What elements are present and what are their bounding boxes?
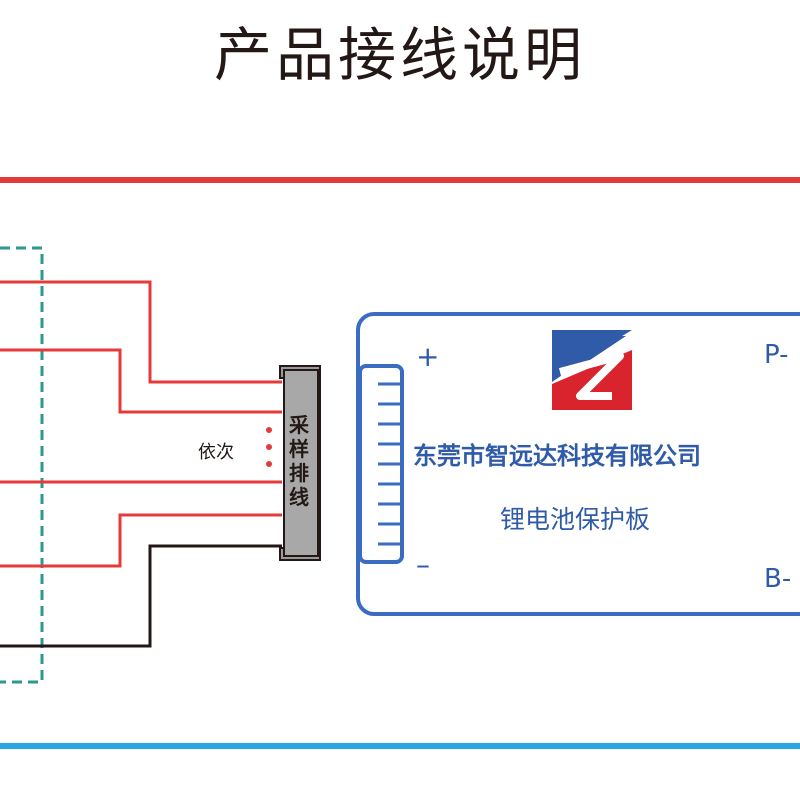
product-name: 锂电池保护板 bbox=[500, 505, 651, 534]
company-name: 东莞市智远达科技有限公司 bbox=[413, 442, 701, 470]
board-plus-label: + bbox=[416, 340, 440, 373]
socket-pins bbox=[378, 382, 400, 546]
connector-face bbox=[283, 369, 319, 557]
battery-pack-outline bbox=[0, 246, 44, 684]
sampling-wire-4 bbox=[0, 513, 282, 568]
sampling-wire-ground bbox=[0, 544, 282, 648]
sampling-wire-2 bbox=[0, 348, 282, 414]
board-minus-label: – bbox=[416, 548, 430, 581]
connector-label: 采样排线 bbox=[289, 413, 309, 509]
sequence-dot bbox=[266, 444, 272, 450]
b-minus-label: B- bbox=[764, 564, 792, 594]
sequence-dot bbox=[266, 461, 272, 467]
p-minus-label: P- bbox=[764, 340, 789, 370]
sequence-label: 依次 bbox=[198, 442, 234, 463]
sequence-dot bbox=[266, 427, 272, 433]
page-title: 产品接线说明 bbox=[213, 21, 586, 89]
company-logo-icon bbox=[552, 330, 632, 410]
sampling-wire-1 bbox=[0, 280, 282, 384]
